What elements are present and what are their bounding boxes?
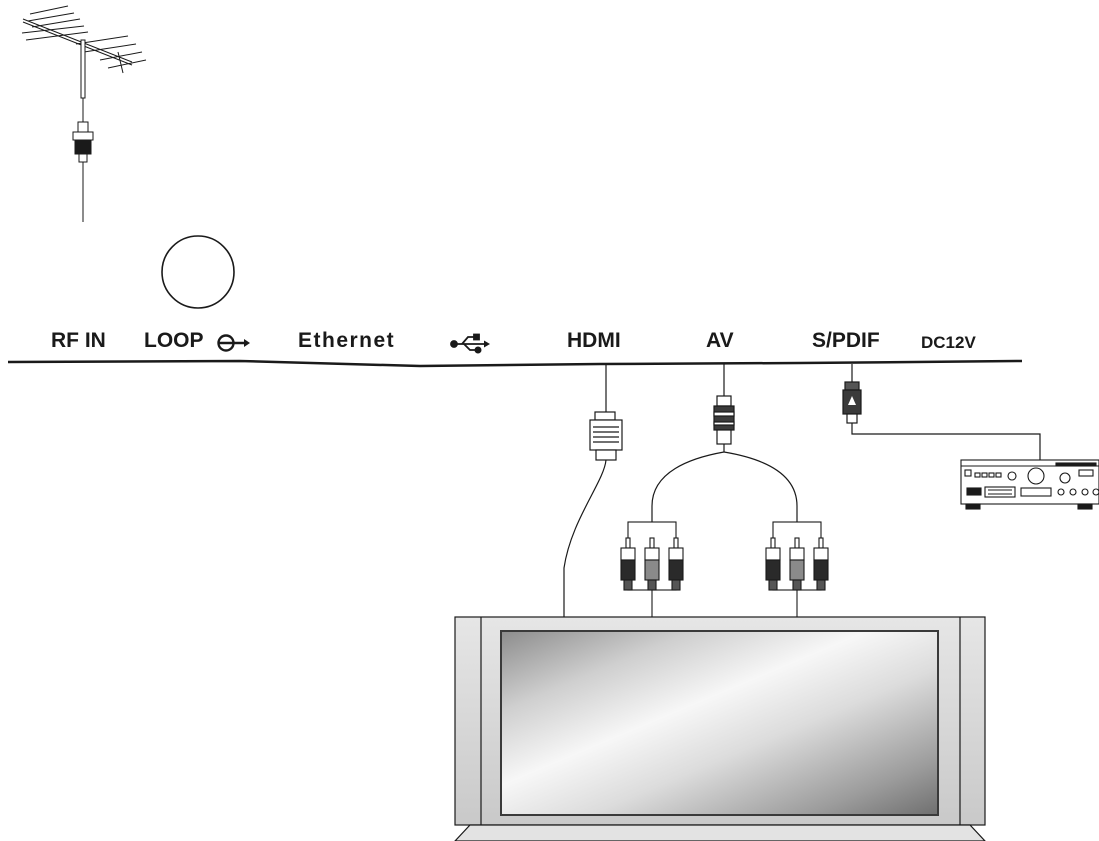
rca-plugs-right: [765, 521, 829, 617]
port-label-ethernet: Ethernet: [298, 329, 396, 352]
loop-indicator-circle: [161, 235, 235, 309]
television-icon: [454, 616, 986, 841]
antenna-icon: [21, 5, 147, 222]
port-label-spdif: S/PDIF: [812, 329, 880, 352]
usb-icon: [450, 333, 490, 354]
port-label-hdmi: HDMI: [567, 329, 621, 352]
rear-panel-line: [7, 359, 1023, 368]
port-label-rf-in: RF IN: [51, 329, 106, 352]
spdif-plug: [842, 364, 1041, 460]
port-label-av: AV: [706, 329, 734, 352]
port-label-loop: LOOP: [144, 329, 204, 352]
av-receiver-icon: [960, 459, 1099, 510]
loop-out-icon: [217, 334, 250, 352]
rca-plugs-left: [620, 521, 684, 617]
av-plug: [651, 364, 798, 522]
hdmi-plug: [563, 364, 623, 617]
port-label-dc12v: DC12V: [921, 333, 976, 352]
